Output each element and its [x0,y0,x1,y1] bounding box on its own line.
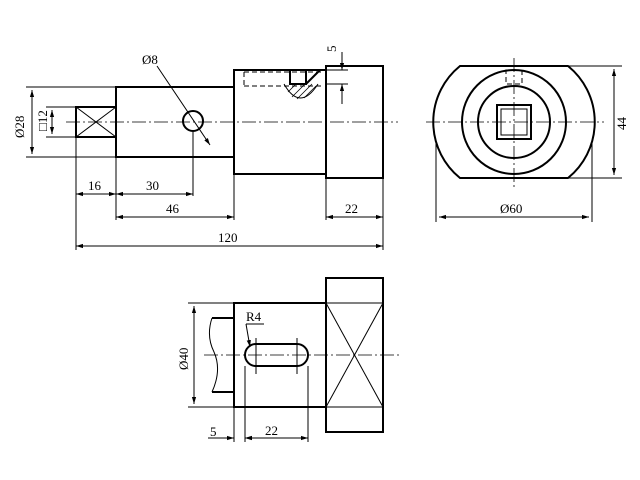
keyway-section [289,70,307,85]
top-view: R4 Ø40 5 22 [176,277,400,442]
side-slot-hidden [505,69,523,85]
keyway-hatch [287,83,317,100]
break-line [208,317,218,393]
dim-r4-arrow [245,323,251,348]
dim-r4-label: R4 [246,309,262,324]
square-hole [496,104,532,140]
dim-60-label: Ø60 [500,201,522,216]
dim-16-label: 16 [88,178,102,193]
square-cross-2 [75,106,117,138]
dim-120-label: 120 [218,230,238,245]
dim-46-label: 46 [166,201,180,216]
dim-44-label: 44 [614,117,629,131]
dim-hole-label: Ø8 [142,52,158,67]
dim-40-label: Ø40 [176,348,191,370]
broken-shaft [212,317,234,393]
dim-sq-label: □12 [35,110,50,131]
dim-slot-label: 5 [324,46,339,53]
top-flange-cross-2 [325,302,384,408]
keyway-line [305,69,321,85]
dim-22-label: 22 [345,201,358,216]
keyway-arc [283,83,319,99]
dim-shaft-label: Ø28 [12,116,27,138]
square-inner [500,108,528,136]
top-flange [325,277,384,433]
flange [325,65,384,179]
dim-hole-leader [156,65,211,146]
dim-5b-label: 5 [210,424,217,439]
top-slot [244,343,309,367]
dim-30-label: 30 [146,178,159,193]
hole-8 [182,110,204,132]
circle-28 [477,85,551,159]
side-view: 44 Ø60 [426,58,629,222]
front-view: Ø8 5 Ø28 □12 16 30 46 22 [12,46,398,250]
dim-22b-label: 22 [265,423,278,438]
